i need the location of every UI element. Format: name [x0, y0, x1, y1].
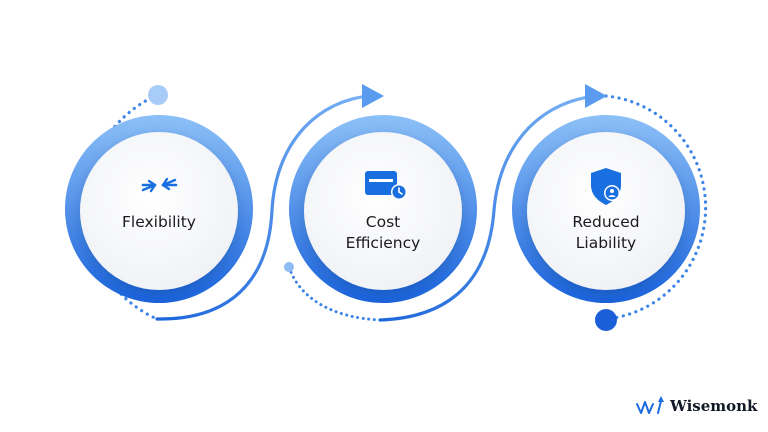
credit-card-clock-icon [365, 171, 407, 200]
step-circle-1 [65, 115, 253, 303]
step-label-2-line-1: Cost [365, 213, 401, 231]
step-label-1: Flexibility [89, 212, 229, 233]
connector-solid-arc-2 [378, 94, 600, 322]
step-label-2: Cost Efficiency [313, 212, 453, 254]
shield-user-icon [591, 168, 621, 205]
connector-dotted-arc-2 [287, 265, 382, 322]
wisemonk-logo-icon [636, 396, 664, 414]
arrowhead-2 [585, 84, 607, 108]
connector-dotted-arc-1 [83, 93, 159, 321]
compress-arrows-icon [141, 177, 178, 193]
step-circle-3 [512, 115, 700, 303]
step-label-3-line-2: Liability [575, 234, 637, 252]
brand: Wisemonk [634, 397, 757, 415]
step-circle-2 [289, 115, 477, 303]
step-label-1-line-1: Flexibility [122, 213, 196, 231]
arrowhead-1 [362, 84, 384, 108]
endpoint-dot-end [595, 309, 617, 331]
step-label-2-line-2: Efficiency [345, 234, 421, 252]
step-label-3: Reduced Liability [536, 212, 676, 254]
brand-name: Wisemonk [670, 397, 758, 415]
connector-dotted-arc-3 [604, 94, 708, 321]
step-label-3-line-1: Reduced [572, 213, 640, 231]
endpoint-dot-small [284, 262, 294, 272]
connector-solid-arc-1 [155, 94, 372, 321]
endpoint-dot-start [148, 85, 168, 105]
